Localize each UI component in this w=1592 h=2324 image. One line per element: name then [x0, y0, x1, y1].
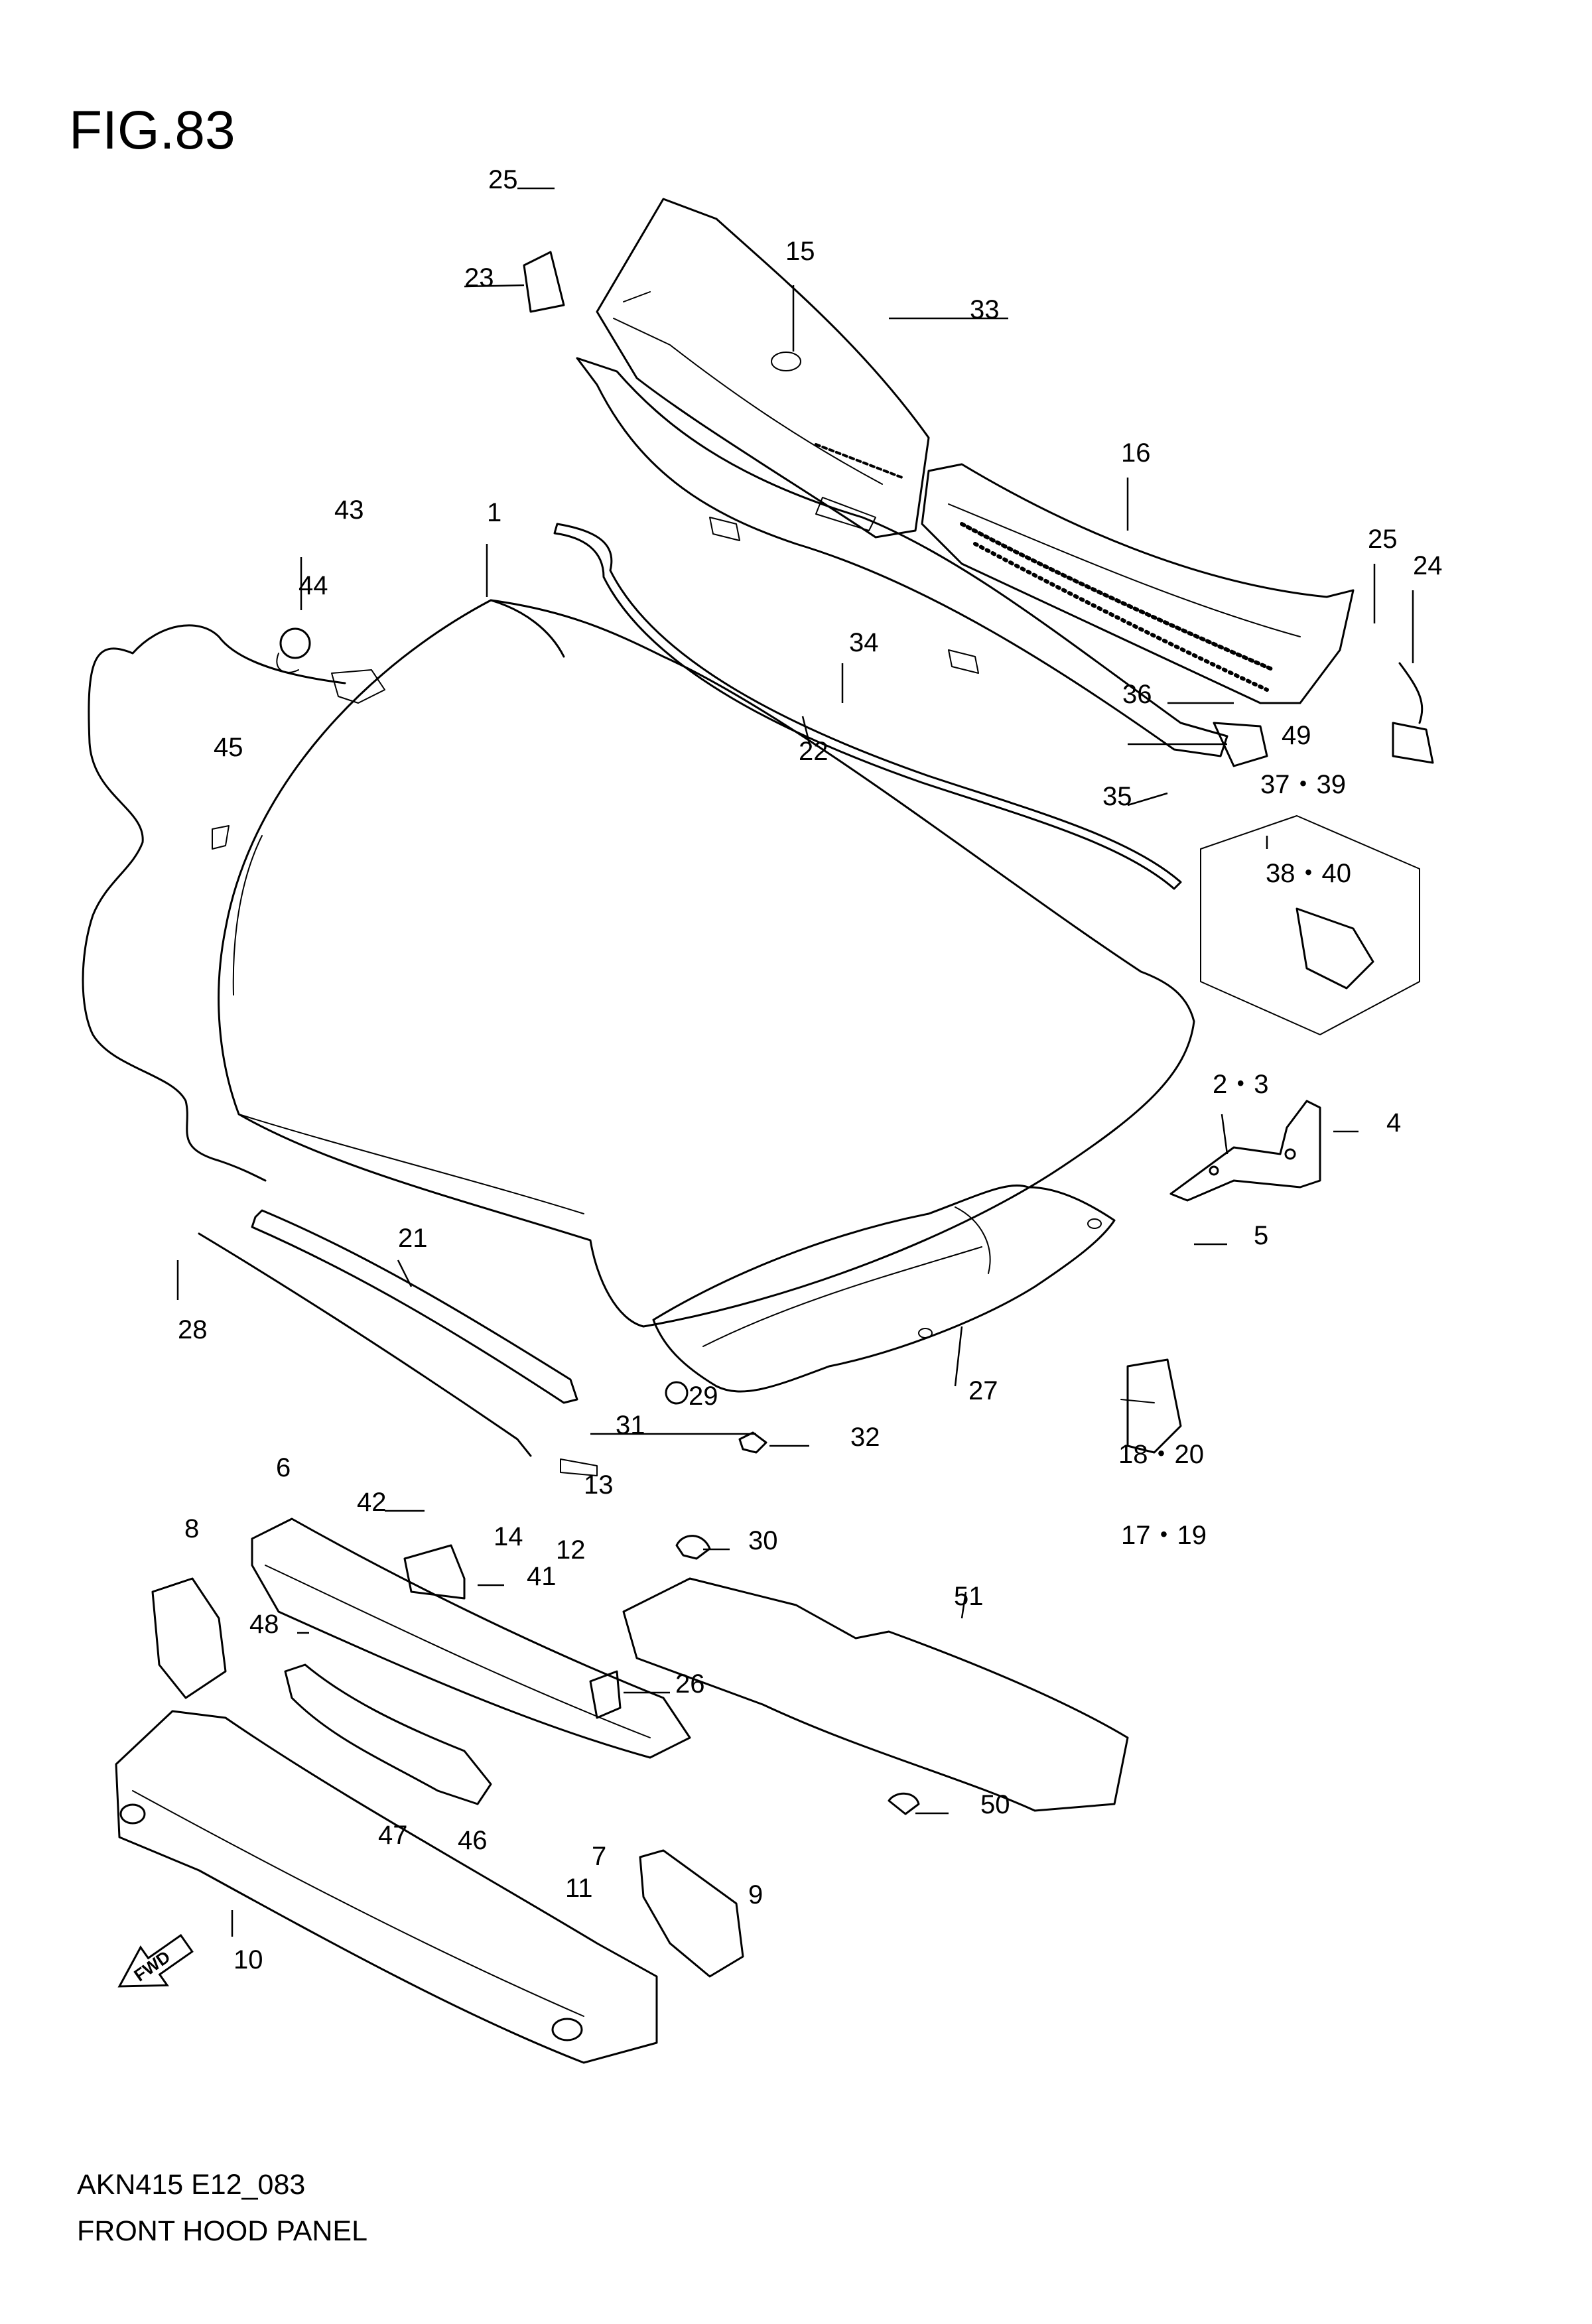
callout-14: 14 [494, 1522, 523, 1551]
callout-16: 16 [1121, 438, 1151, 468]
callout-5: 5 [1254, 1221, 1268, 1250]
diagram-code: AKN415 E12_083 [77, 2169, 306, 2201]
callout-44: 44 [298, 571, 328, 600]
cowl-seal-part [576, 357, 1228, 757]
side-bracket-right-part [639, 1849, 744, 1978]
callout-2-3: 2・3 [1213, 1070, 1269, 1099]
callout-labels: 12・34567891011121314151617・1918・20212223… [178, 165, 1443, 1974]
callout-36: 36 [1122, 680, 1152, 709]
callout-12: 12 [556, 1535, 586, 1565]
callout-23: 23 [464, 263, 494, 292]
callout-11: 11 [565, 1874, 593, 1903]
hood-release-cable-part [198, 1232, 532, 1457]
callout-4: 4 [1386, 1108, 1401, 1137]
callout-1: 1 [487, 498, 501, 527]
callout-22: 22 [799, 737, 829, 766]
callout-51: 51 [954, 1582, 984, 1611]
callout-46: 46 [458, 1826, 488, 1855]
callout-42: 42 [357, 1488, 387, 1517]
callout-48: 48 [249, 1610, 279, 1639]
callout-25b: 25 [1368, 525, 1398, 554]
callout-38-40: 38・40 [1266, 859, 1351, 888]
callout-27: 27 [968, 1376, 998, 1405]
leader-line [954, 1326, 963, 1387]
callout-18-20: 18・20 [1118, 1440, 1204, 1469]
callout-35: 35 [1102, 782, 1132, 811]
callout-37-39: 37・39 [1260, 770, 1346, 799]
insulator-pad-part [622, 1577, 1129, 1812]
leader-line [397, 1259, 413, 1287]
callout-17-19: 17・19 [1121, 1521, 1207, 1550]
callout-34: 34 [849, 628, 879, 657]
callout-21: 21 [398, 1224, 428, 1253]
hood-hinge-part [1169, 1100, 1321, 1202]
callout-7: 7 [592, 1842, 606, 1871]
leader-line [1221, 1114, 1228, 1155]
brace-part [284, 1663, 492, 1805]
leader-line [1127, 792, 1168, 807]
front-hood-seal-part [251, 1209, 578, 1404]
callout-45: 45 [214, 733, 243, 762]
callout-50: 50 [980, 1790, 1010, 1819]
bumper-reinforcement-part [115, 1710, 658, 2064]
hood-lock-part [403, 1544, 466, 1600]
callout-28: 28 [178, 1315, 208, 1344]
leader-line [961, 1591, 967, 1619]
callout-10: 10 [233, 1945, 263, 1974]
callout-43: 43 [334, 495, 364, 525]
callout-29: 29 [689, 1382, 718, 1411]
side-bracket-left-part [151, 1577, 227, 1699]
callout-41: 41 [527, 1562, 557, 1591]
hood-insulator-part [652, 1184, 1116, 1393]
diagram-title: FRONT HOOD PANEL [77, 2215, 368, 2247]
leader-lines [176, 187, 1414, 1937]
callout-33: 33 [970, 295, 1000, 324]
forward-direction-badge: FWD [117, 1933, 194, 1988]
hood-lever-cable-part [82, 624, 346, 1182]
callout-32: 32 [850, 1423, 880, 1452]
hood-seal-part [553, 523, 1182, 890]
callout-31: 31 [616, 1411, 645, 1440]
leader-line [801, 716, 811, 743]
cowl-top-panel-part [596, 198, 930, 539]
callout-6: 6 [276, 1453, 291, 1482]
figure-title: FIG.83 [69, 100, 235, 161]
callout-25a: 25 [488, 165, 518, 194]
cowl-grille-part [921, 463, 1355, 704]
callout-8: 8 [184, 1514, 199, 1543]
callout-49: 49 [1282, 721, 1311, 750]
callout-15: 15 [785, 237, 815, 266]
radiator-support-upper-part [251, 1517, 691, 1759]
leader-line [464, 284, 525, 288]
callout-24: 24 [1413, 551, 1443, 580]
hood-panel-part [218, 599, 1195, 1328]
callout-30: 30 [748, 1526, 778, 1555]
callout-13: 13 [584, 1470, 614, 1500]
callout-9: 9 [748, 1880, 763, 1909]
detail-box-37-39 [1200, 815, 1420, 1035]
callout-47: 47 [378, 1821, 408, 1850]
callout-26: 26 [675, 1669, 705, 1699]
